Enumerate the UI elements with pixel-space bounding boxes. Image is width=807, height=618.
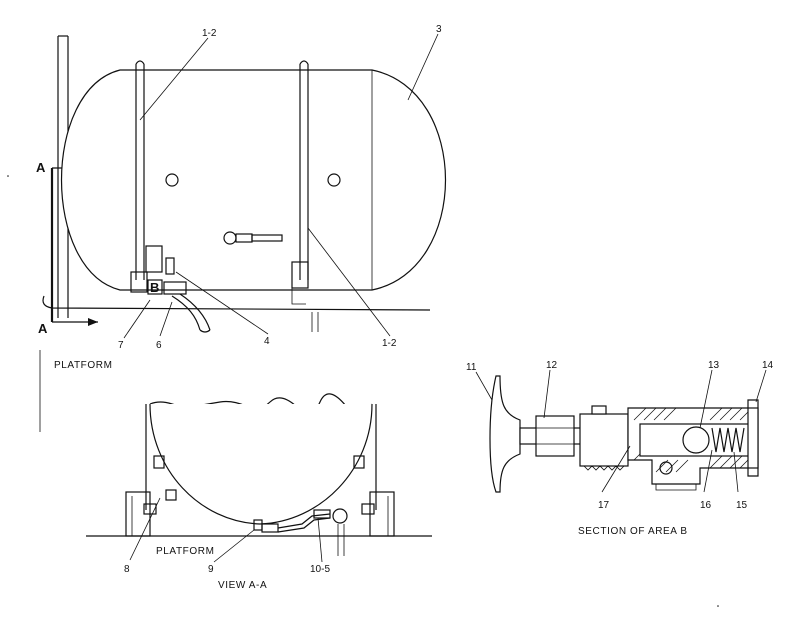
callout-15: 15 [736, 500, 748, 511]
callout-14: 14 [762, 360, 774, 371]
section-area-b: 11 12 13 14 17 16 15 SECTION OF AREA B [466, 360, 774, 537]
tank-end-section [149, 403, 373, 525]
callout-17: 17 [598, 500, 610, 511]
callout-1-2-top: 1-2 [202, 28, 217, 39]
callout-11: 11 [466, 362, 477, 373]
tank-fitting [223, 231, 283, 245]
valve-handle [489, 375, 521, 493]
tank-side-view: A A [36, 24, 447, 432]
callout-10-5: 10-5 [310, 564, 330, 575]
callout-16: 16 [700, 500, 712, 511]
callout-1-2-bottom: 1-2 [382, 338, 397, 349]
air-tank-body [61, 69, 447, 291]
drain-valve-assembly: B [145, 245, 211, 333]
callout-3: 3 [436, 24, 442, 35]
callout-13: 13 [708, 360, 720, 371]
platform-line-upper [39, 295, 431, 432]
area-marker-b: B [150, 280, 159, 295]
callout-9: 9 [208, 564, 214, 575]
mounting-strap-left [130, 60, 148, 293]
callout-6: 6 [156, 340, 162, 351]
view-a-a: 8 9 10-5 PLATFORM VIEW A-A [86, 393, 432, 591]
platform-caption-upper: PLATFORM [54, 360, 113, 371]
view-a-a-caption: VIEW A-A [218, 580, 267, 591]
view-letter-a-upper: A [36, 160, 46, 175]
callout-4: 4 [264, 336, 270, 347]
callout-8: 8 [124, 564, 130, 575]
callout-7: 7 [118, 340, 124, 351]
valve-spring [711, 427, 745, 453]
platform-caption-lower: PLATFORM [156, 546, 215, 557]
callout-12: 12 [546, 360, 558, 371]
mounting-strap-right [291, 60, 309, 305]
check-ball [682, 426, 710, 454]
view-letter-a-lower: A [38, 321, 48, 336]
under-tank-piping [253, 508, 348, 556]
valve-body-hatching [633, 407, 753, 473]
section-b-caption: SECTION OF AREA B [578, 526, 688, 537]
